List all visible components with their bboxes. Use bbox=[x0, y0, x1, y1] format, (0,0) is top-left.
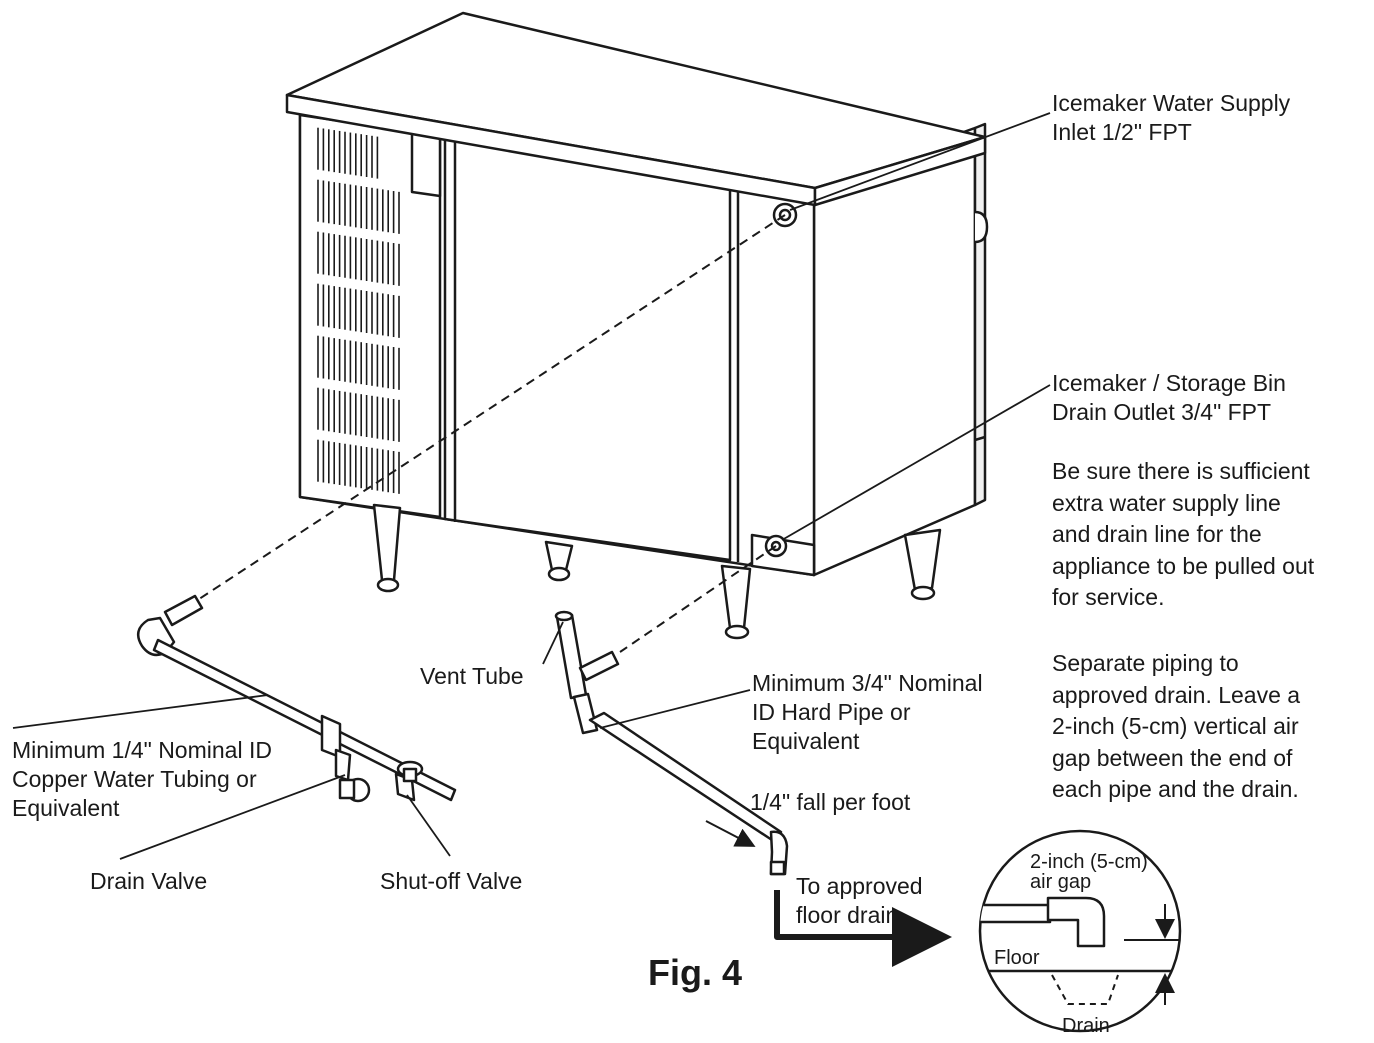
copper-tubing-label: Minimum 1/4" Nominal ID Copper Water Tub… bbox=[12, 737, 272, 821]
cabinet-door bbox=[443, 135, 732, 562]
drain-outlet-label: Icemaker / Storage Bin Drain Outlet 3/4"… bbox=[1052, 370, 1286, 425]
copper-tube bbox=[152, 638, 457, 802]
drain-connection-line bbox=[619, 545, 777, 653]
air-gap-inset bbox=[978, 829, 1182, 1033]
inset-air-gap-label: 2-inch (5-cm) air gap bbox=[1030, 851, 1148, 893]
cabinet-leg-front bbox=[720, 564, 752, 630]
floor-drain-label: To approved floor drain bbox=[796, 873, 923, 928]
drain-pipe bbox=[572, 692, 599, 735]
figure-caption: Fig. 4 bbox=[648, 952, 743, 993]
cabinet-leg-left bbox=[372, 503, 402, 582]
water-connection-line bbox=[189, 214, 786, 606]
drain-piping bbox=[554, 610, 789, 876]
hard-pipe-label: Minimum 3/4" Nominal ID Hard Pipe or Equ… bbox=[752, 670, 983, 754]
cabinet-leg-right bbox=[903, 528, 942, 592]
inset-floor-label: Floor bbox=[994, 947, 1040, 969]
water-inlet-label: Icemaker Water Supply Inlet 1/2" FPT bbox=[1052, 90, 1291, 145]
fall-label: 1/4" fall per foot bbox=[750, 789, 911, 815]
louver-slots bbox=[317, 127, 400, 494]
water-supply-piping bbox=[136, 594, 457, 803]
cabinet-leg-center bbox=[544, 540, 574, 572]
floor-drain-arrow bbox=[774, 890, 952, 967]
shutoff-valve-label: Shut-off Valve bbox=[380, 868, 523, 894]
inset-drain-label: Drain bbox=[1062, 1015, 1110, 1037]
drain-valve-label: Drain Valve bbox=[90, 868, 208, 894]
vent-tube-label: Vent Tube bbox=[420, 663, 524, 689]
icemaker-cabinet bbox=[285, 11, 989, 640]
drain-note: Separate piping to approved drain. Leave… bbox=[1052, 650, 1301, 802]
service-note: Be sure there is sufficient extra water … bbox=[1052, 458, 1315, 610]
